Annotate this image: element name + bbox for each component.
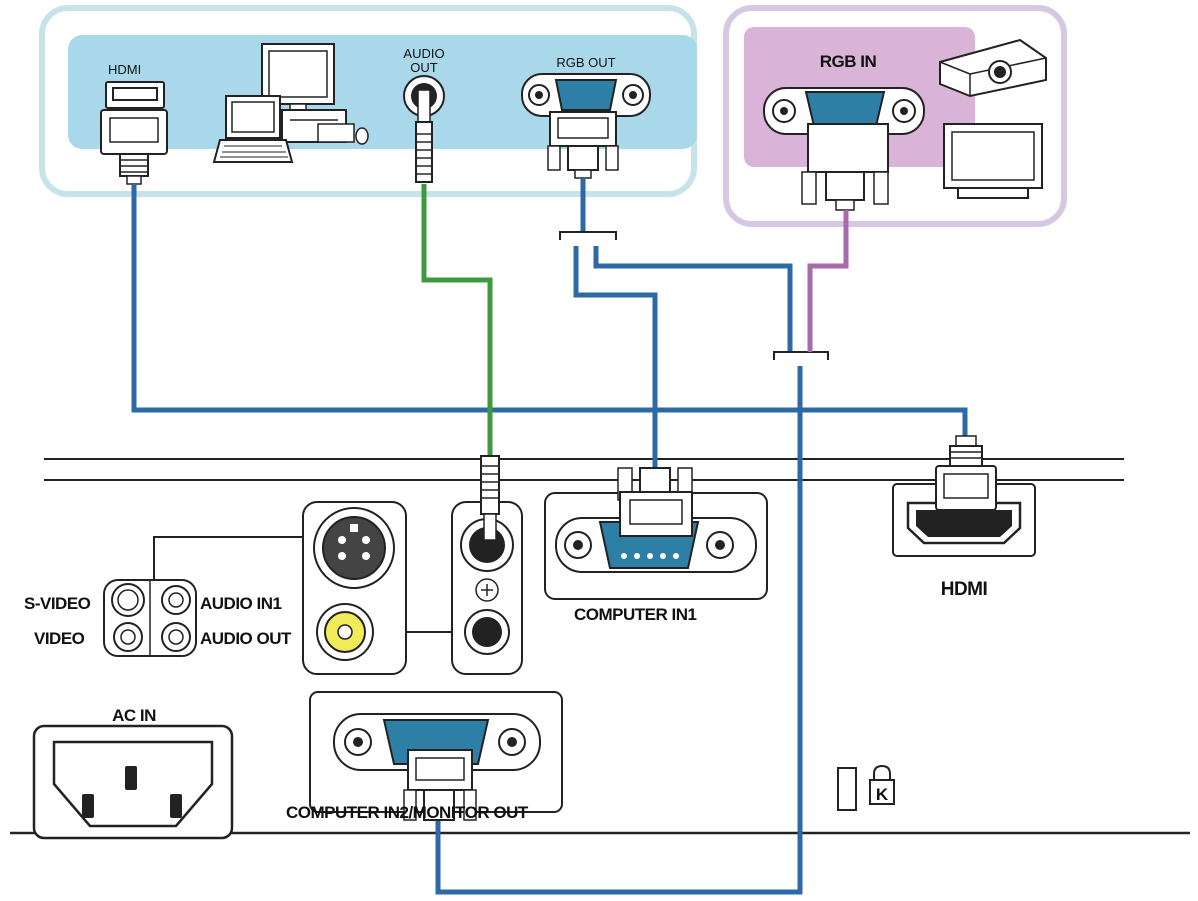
rgb-out-label: RGB OUT (556, 55, 615, 70)
computer-in1-label: COMPUTER IN1 (574, 605, 697, 624)
ac-in-label: AC IN (112, 706, 156, 725)
audio-in1-label: AUDIO IN1 (200, 594, 282, 613)
hdmi-panel-port (892, 483, 1036, 557)
audio-plug-panel (480, 455, 500, 541)
rgb-in-label: RGB IN (820, 52, 877, 71)
audio-out-panel-label: AUDIO OUT (200, 629, 292, 648)
computer-in2-monitor-out-label: COMPUTER IN2/MONITOR OUT (286, 803, 529, 822)
hdmi-cable (131, 184, 968, 436)
rgb-in-connector: RGB IN (763, 52, 925, 211)
rgb-out-source-connector: RGB OUT (521, 55, 651, 179)
hdmi-source-connector: HDMI (100, 62, 168, 185)
laptop-icon (212, 95, 294, 163)
audio-out-source-connector: AUDIO OUT (403, 46, 445, 183)
rgb-cable-computer-in2 (435, 246, 829, 895)
hdmi-plug-panel (935, 435, 997, 511)
video-label: VIDEO (34, 629, 85, 648)
av-legend-jacks (103, 536, 303, 657)
computer-in1-port (544, 492, 768, 600)
monitor-out-cable (807, 210, 849, 352)
desktop-computer-icon (261, 43, 369, 145)
s-video-label: S-VIDEO (24, 594, 91, 613)
kensington-lock-icon: K (837, 764, 895, 811)
svg-text:K: K (876, 785, 889, 804)
monitor-icon (943, 123, 1043, 199)
audio-cable (421, 184, 493, 456)
projector-icon (939, 38, 1047, 98)
ac-inlet: AC IN (32, 706, 234, 840)
vga-plug-computer-in1 (617, 467, 693, 537)
rgb-cable-computer-in1 (559, 178, 658, 468)
vga-plug-computer-in2 (403, 749, 477, 821)
hdmi-panel-label: HDMI (941, 579, 988, 600)
av-input-block (302, 501, 523, 675)
audio-out-source-label-line1: AUDIO (403, 46, 444, 61)
audio-out-source-label-line2: OUT (410, 60, 438, 75)
hdmi-source-label: HDMI (108, 62, 141, 77)
